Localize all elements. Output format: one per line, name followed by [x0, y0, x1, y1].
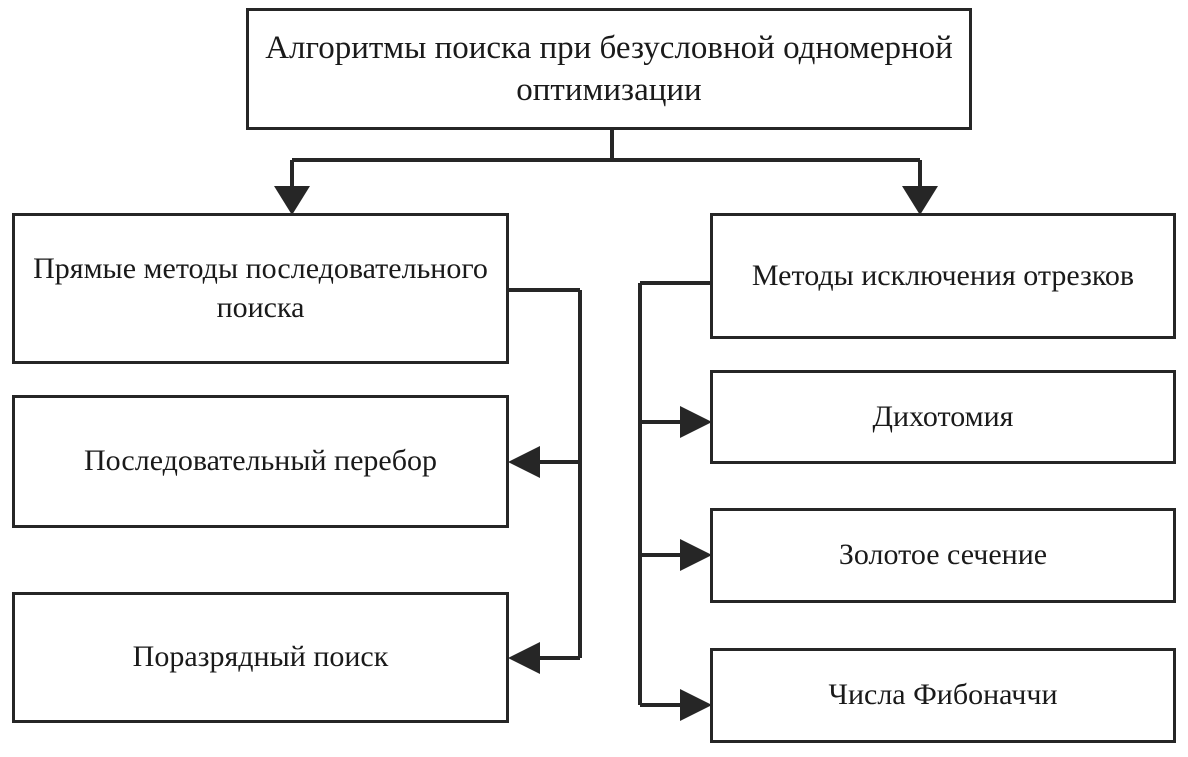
node-exclusion-methods: Методы исключения отрезков: [710, 213, 1176, 339]
node-dichotomy: Дихотомия: [710, 370, 1176, 464]
node-golden-section: Золотое сечение: [710, 508, 1176, 603]
arrowhead-right-golden: [680, 539, 712, 571]
node-sequential-search: Последовательный перебор: [12, 395, 509, 528]
arrowhead-down-right: [902, 186, 938, 215]
node-sequential-search-label: Последовательный перебор: [84, 444, 437, 478]
node-fibonacci-numbers: Числа Фибоначчи: [710, 648, 1176, 743]
node-direct-methods-label: Прямые методы последовательного поиска: [33, 252, 488, 324]
node-digit-search-label: Поразрядный поиск: [132, 640, 389, 674]
edge-left-bus: [508, 288, 582, 674]
node-title: Алгоритмы поиска при безусловной одномер…: [246, 8, 972, 130]
arrowhead-left-digit: [508, 642, 540, 674]
arrowhead-left-sequential: [508, 446, 540, 478]
node-exclusion-methods-label: Методы исключения отрезков: [751, 258, 1135, 292]
node-direct-methods: Прямые методы последовательного поиска: [12, 213, 509, 364]
node-dichotomy-label: Дихотомия: [872, 399, 1014, 433]
arrowhead-right-dichotomy: [680, 406, 712, 438]
arrowhead-down-left: [274, 186, 310, 215]
arrowhead-right-fibonacci: [680, 689, 712, 721]
node-fibonacci-numbers-label: Числа Фибоначчи: [828, 678, 1058, 712]
node-golden-section-label: Золотое сечение: [838, 538, 1048, 572]
edge-title-split: [274, 130, 938, 215]
node-digit-search: Поразрядный поиск: [12, 592, 509, 723]
node-title-label: Алгоритмы поиска при безусловной одномер…: [265, 29, 953, 108]
edge-right-bus: [638, 281, 712, 721]
